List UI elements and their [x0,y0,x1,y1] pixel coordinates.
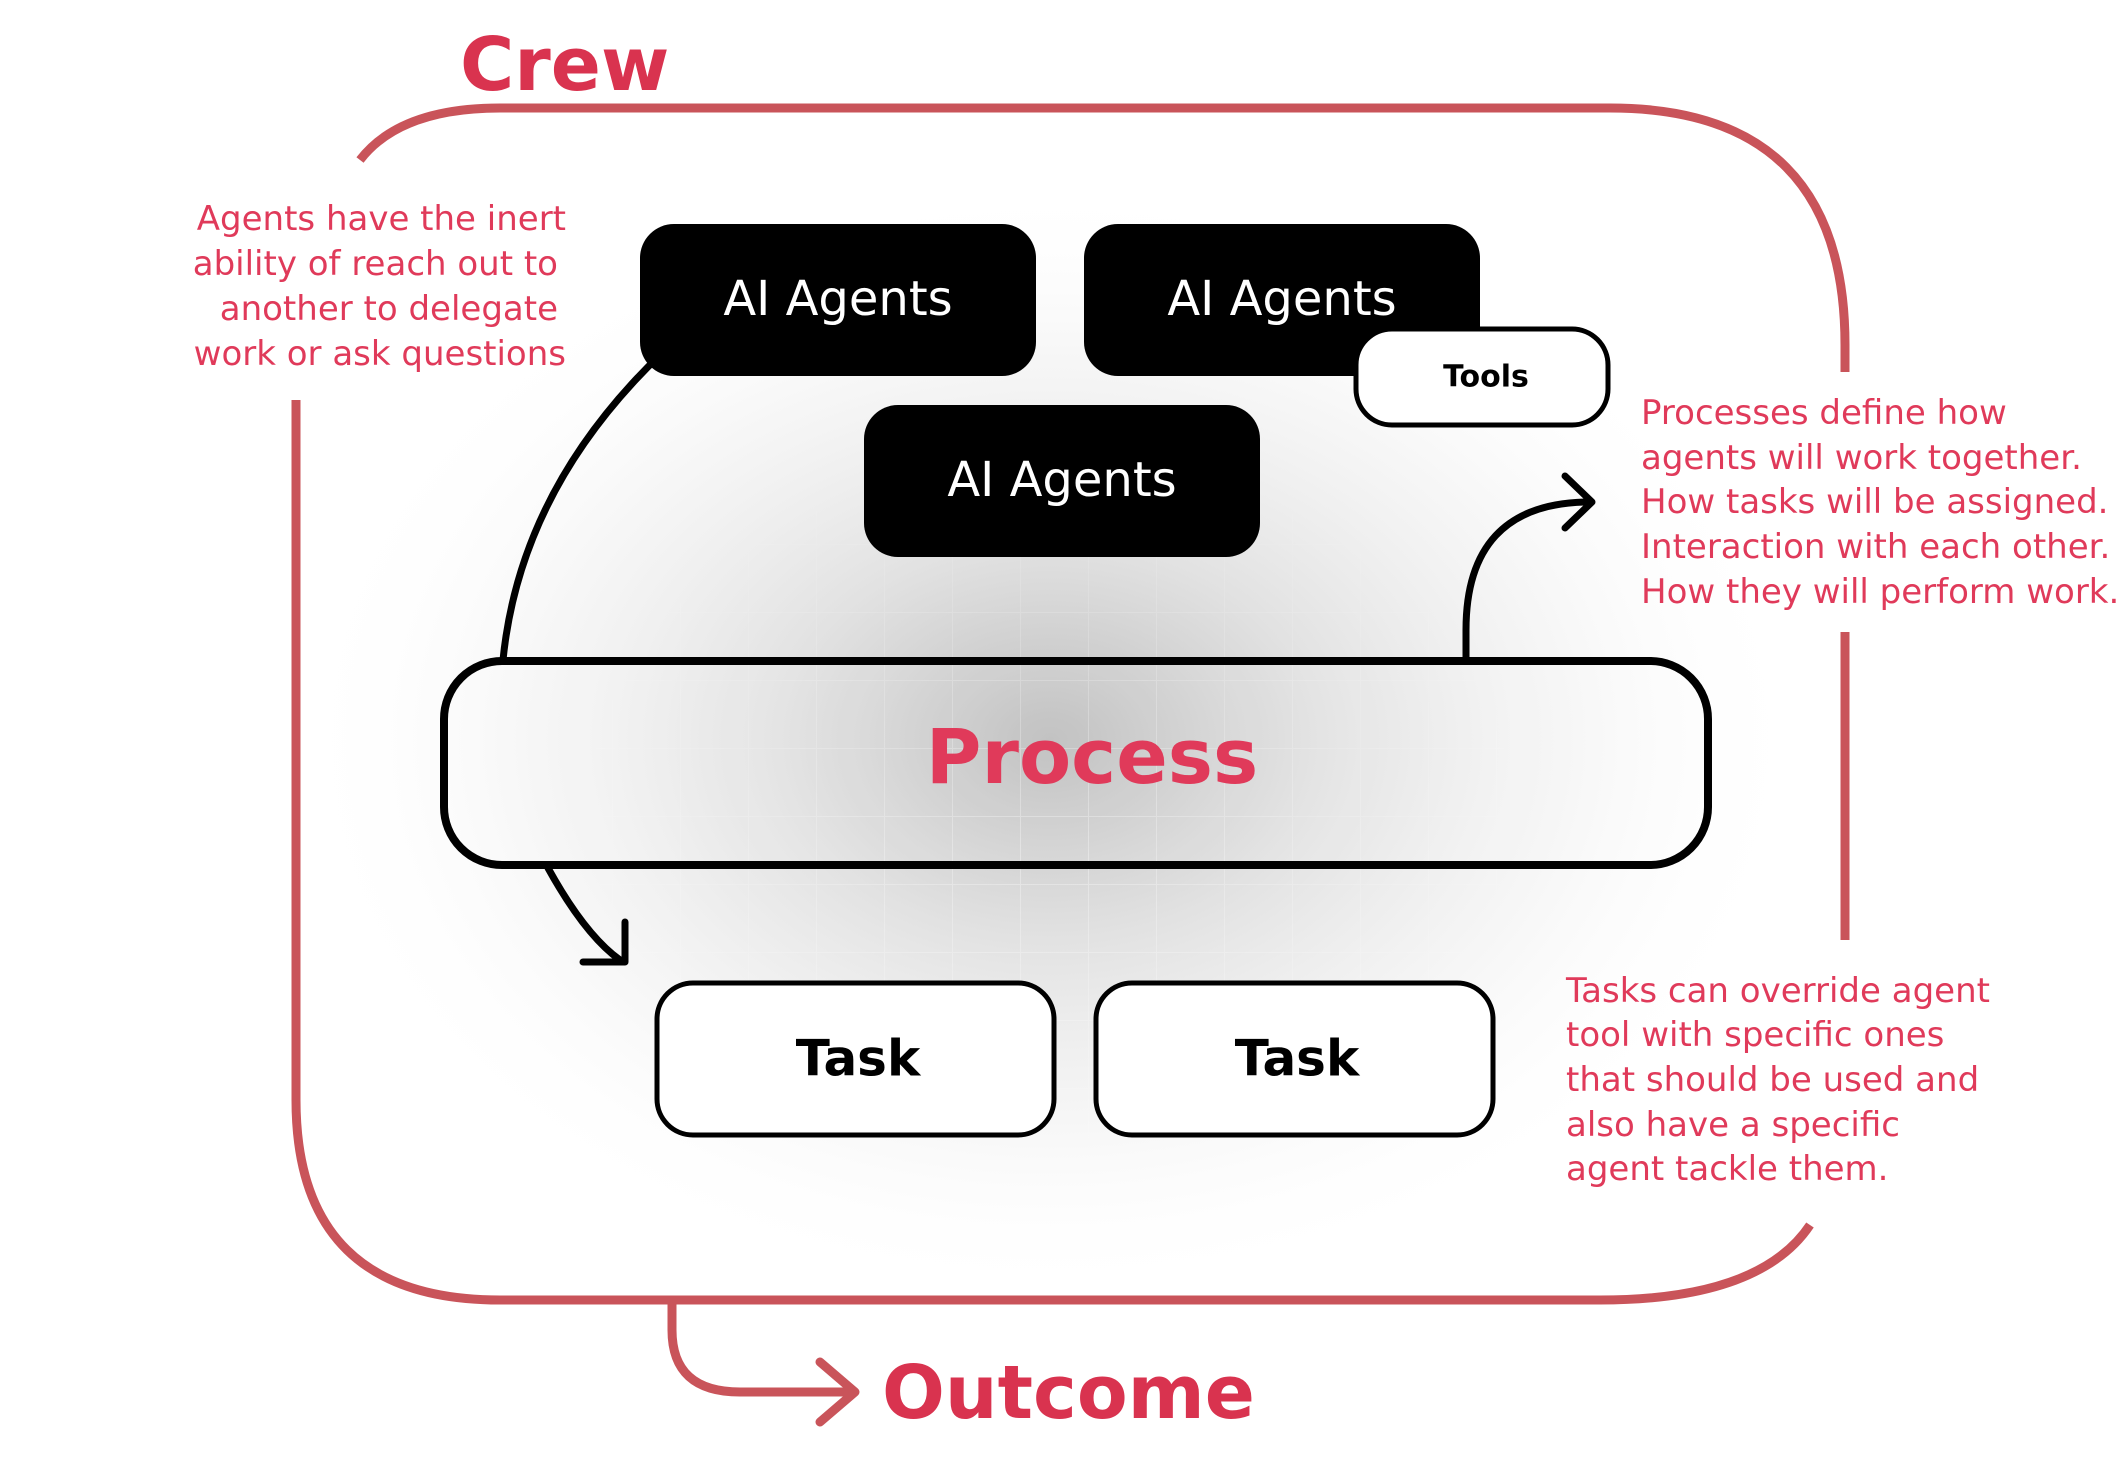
process-box: Process [440,657,1712,869]
agent-to-process-curve [499,351,664,664]
agent-box-1: AI Agents [640,224,1036,376]
task-box-2-label: Task [1235,1030,1361,1088]
tasks-note-line-1: Tasks can override agent [1565,971,1990,1011]
agents-note-line-4: work or ask questions [194,334,566,374]
process-label: Process [926,712,1258,801]
agents-note-line-1: Agents have the inert [197,199,566,239]
process-to-task-arrow-head [579,918,629,966]
process-to-note-arrow-head [1561,472,1596,532]
crew-label: Crew [460,22,669,108]
process-to-task-arrow [544,864,624,964]
process-note-line-3: How tasks will be assigned. [1641,482,2108,522]
process-note-line-4: Interaction with each other. [1641,527,2110,567]
agent-box-3: AI Agents [864,405,1260,557]
outcome-arrow-head [815,1357,860,1427]
crew-border-left [291,400,1814,1305]
process-note: Processes define how agents will work to… [1641,393,2119,612]
crew-border [356,103,1850,372]
tools-label: Tools [1443,360,1529,395]
process-note-line-2: agents will work together. [1641,438,2082,478]
agents-note: Agents have the inert ability of reach o… [193,199,566,374]
tasks-note: Tasks can override agent tool with speci… [1565,971,1990,1189]
tasks-note-line-4: also have a specific [1566,1105,1900,1145]
process-to-note-arrow [1462,498,1589,664]
tasks-note-line-2: tool with specific ones [1566,1015,1944,1055]
tasks-note-line-5: agent tackle them. [1566,1149,1888,1189]
task-box-1: Task [654,980,1057,1138]
task-box-1-label: Task [796,1030,922,1088]
tools-box: Tools [1353,326,1611,428]
process-note-line-5: How they will perform work. [1641,572,2119,612]
task-box-2: Task [1093,980,1496,1138]
agent-box-2-label: AI Agents [1167,271,1396,327]
agents-note-line-2: ability of reach out to [193,244,558,284]
agent-box-3-label: AI Agents [947,452,1176,508]
tasks-note-line-3: that should be used and [1566,1060,1979,1100]
outcome-label: Outcome [882,1350,1255,1436]
agent-box-1-label: AI Agents [723,271,952,327]
process-note-line-1: Processes define how [1641,393,2007,433]
outcome-arrow [667,1295,850,1397]
agents-note-line-3: another to delegate [220,289,558,329]
